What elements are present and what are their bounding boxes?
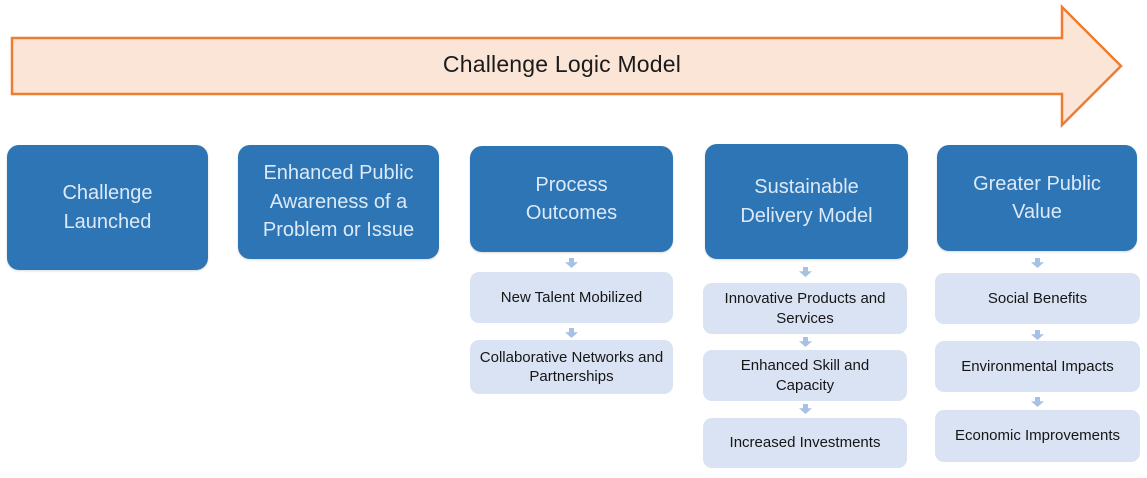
- outcome-item-collaborative-networks: Collaborative Networks and Partnerships: [470, 340, 673, 394]
- outcome-item-increased-investments: Increased Investments: [703, 418, 907, 468]
- stage-box-process-outcomes: Process Outcomes: [470, 146, 673, 252]
- stage-box-greater-public-value: Greater Public Value: [937, 145, 1137, 251]
- outcome-item-innovative-products-services: Innovative Products and Services: [703, 283, 907, 334]
- down-arrow-icon: [799, 404, 812, 414]
- down-arrow-icon: [799, 267, 812, 277]
- diagram-title: Challenge Logic Model: [442, 51, 682, 77]
- down-arrow-icon: [565, 328, 578, 338]
- down-arrow-icon: [565, 258, 578, 268]
- stage-box-sustainable-delivery-model: Sustainable Delivery Model: [705, 144, 908, 259]
- down-arrow-icon: [1031, 330, 1044, 340]
- outcome-item-new-talent-mobilized: New Talent Mobilized: [470, 272, 673, 323]
- outcome-item-economic-improvements: Economic Improvements: [935, 410, 1140, 462]
- stage-box-enhanced-public-awareness: Enhanced Public Awareness of a Problem o…: [238, 145, 439, 259]
- banner-arrow: [10, 3, 1123, 129]
- down-arrow-icon: [1031, 258, 1044, 268]
- down-arrow-icon: [799, 337, 812, 347]
- down-arrow-icon: [1031, 397, 1044, 407]
- stage-box-challenge-launched: Challenge Launched: [7, 145, 208, 270]
- outcome-item-enhanced-skill-capacity: Enhanced Skill and Capacity: [703, 350, 907, 401]
- outcome-item-social-benefits: Social Benefits: [935, 273, 1140, 324]
- outcome-item-environmental-impacts: Environmental Impacts: [935, 341, 1140, 392]
